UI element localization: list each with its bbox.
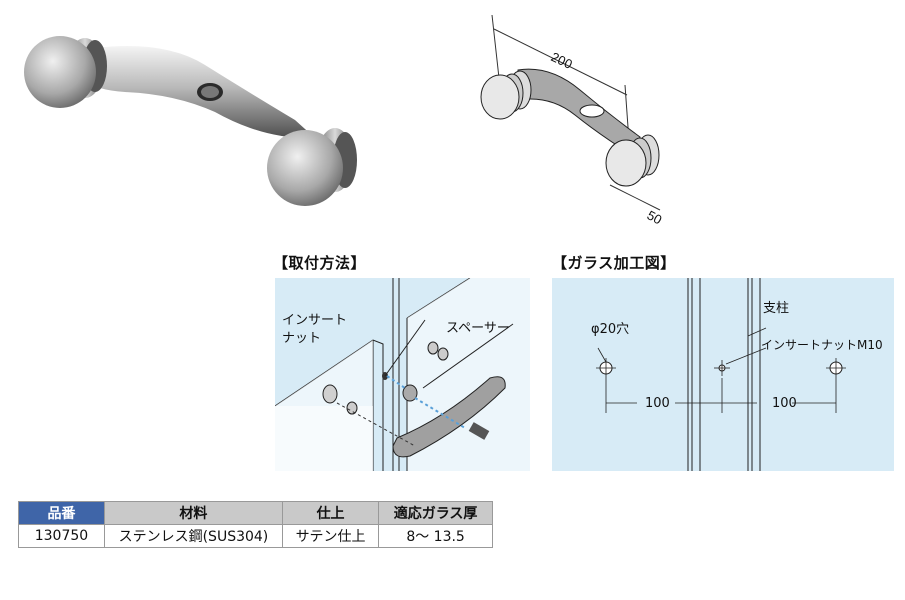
cell-finish: サテン仕上 bbox=[281, 524, 380, 548]
header-part-number: 品番 bbox=[18, 501, 105, 525]
glass-processing-panel bbox=[552, 278, 894, 471]
spacer-label: スペーサー bbox=[446, 321, 510, 336]
spec-table-header-row: 品番 材料 仕上 適応ガラス厚 bbox=[18, 501, 493, 525]
dimension-drawing: 200 50 bbox=[480, 15, 665, 225]
header-finish: 仕上 bbox=[281, 501, 380, 525]
product-photo bbox=[24, 36, 357, 206]
header-glass-thickness: 適応ガラス厚 bbox=[378, 501, 493, 525]
spec-table: 品番 材料 仕上 適応ガラス厚 130750 ステンレス鋼(SUS304) サテ… bbox=[18, 501, 493, 548]
cell-glass-thickness: 8～ 13.5 bbox=[378, 524, 493, 548]
header-material: 材料 bbox=[103, 501, 283, 525]
hole-label: φ20穴 bbox=[591, 322, 630, 337]
cell-material: ステンレス鋼(SUS304) bbox=[103, 524, 283, 548]
spacing-left: 100 bbox=[645, 396, 670, 411]
glass-processing-title: 【ガラス加工図】 bbox=[552, 254, 676, 272]
insert-nut-m10-label: インサートナットM10 bbox=[761, 338, 883, 352]
post-label: 支柱 bbox=[763, 301, 790, 316]
mounting-diagram bbox=[274, 277, 530, 471]
mounting-panel bbox=[274, 277, 530, 471]
mounting-title: 【取付方法】 bbox=[273, 254, 367, 272]
spacing-right: 100 bbox=[772, 396, 797, 411]
width-dimension: 50 bbox=[645, 207, 665, 225]
glass-processing-diagram bbox=[596, 278, 846, 471]
cell-part-number: 130750 bbox=[18, 524, 105, 548]
length-dimension: 200 bbox=[549, 49, 575, 72]
insert-nut-label-line2: ナット bbox=[282, 331, 322, 346]
insert-nut-label-line1: インサート bbox=[282, 313, 348, 328]
table-row: 130750 ステンレス鋼(SUS304) サテン仕上 8～ 13.5 bbox=[18, 524, 493, 548]
